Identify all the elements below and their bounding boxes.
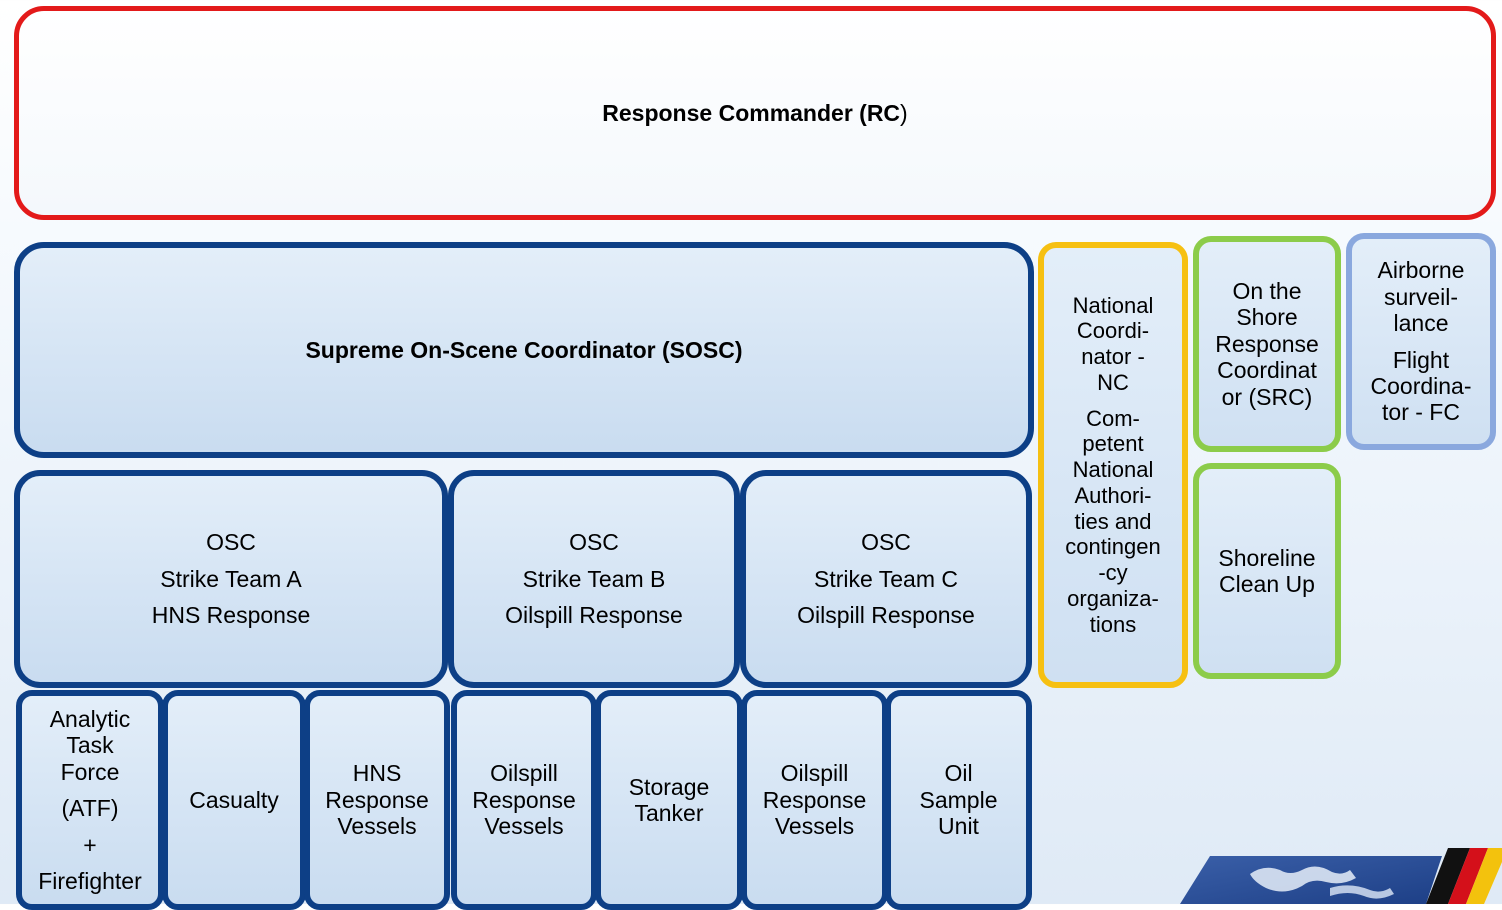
unit-line: Sample xyxy=(919,786,998,813)
oilspill-vessels-b-unit-box: Oilspill Response Vessels xyxy=(451,690,597,910)
unit-line: Oil xyxy=(944,760,973,787)
nc-line: NC xyxy=(1097,369,1129,395)
nc-line: ties and xyxy=(1074,508,1152,534)
nc-line: contingen xyxy=(1065,534,1161,560)
src-line: Response xyxy=(1215,330,1319,357)
nc-line: Authori- xyxy=(1074,482,1152,508)
unit-line: Vessels xyxy=(484,813,564,840)
atf-line: Analytic xyxy=(49,706,131,732)
atf-line: + xyxy=(83,831,97,858)
atf-line: Task xyxy=(66,732,114,759)
air-line: surveil- xyxy=(1383,283,1459,310)
src-line: Shore xyxy=(1236,304,1298,331)
unit-line: HNS xyxy=(352,760,402,787)
nc-line: Com- xyxy=(1086,405,1140,431)
unit-line: Oilspill xyxy=(490,760,558,787)
unit-line: Tanker xyxy=(634,800,704,826)
response-commander-label: Response Commander (RC) xyxy=(602,99,908,126)
shoreline-line: Shoreline xyxy=(1218,544,1316,571)
air-line: lance xyxy=(1393,310,1449,337)
shoreline-cleanup-box: Shoreline Clean Up xyxy=(1193,463,1341,679)
air-line: tor - FC xyxy=(1382,399,1460,426)
strike-team-a-box: OSC Strike Team A HNS Response xyxy=(14,470,448,688)
hns-vessels-unit-box: HNS Response Vessels xyxy=(304,690,450,910)
unit-line: Response xyxy=(762,786,867,813)
team-name: Strike Team B xyxy=(522,565,666,592)
shore-response-coordinator-box: On the Shore Response Coordinat or (SRC) xyxy=(1193,236,1341,452)
storage-tanker-unit-box: Storage Tanker xyxy=(595,690,743,910)
nc-line: National xyxy=(1072,457,1154,483)
atf-unit-box: Analytic Task Force (ATF) + Firefighter xyxy=(16,690,164,910)
src-line: or (SRC) xyxy=(1221,383,1313,410)
casualty-unit-box: Casualty xyxy=(162,690,306,910)
team-mission: Oilspill Response xyxy=(797,602,975,629)
oil-sample-unit-box: Oil Sample Unit xyxy=(885,690,1032,910)
unit-line: Unit xyxy=(938,813,979,840)
airborne-surveillance-box: Airborne surveil- lance Flight Coordina-… xyxy=(1346,233,1496,450)
sosc-label: Supreme On-Scene Coordinator (SOSC) xyxy=(305,336,743,363)
unit-line: Vessels xyxy=(774,813,855,840)
air-line: Flight xyxy=(1392,346,1450,373)
team-role: OSC xyxy=(861,529,911,556)
atf-line: Force xyxy=(60,758,120,785)
organization-logo-icon xyxy=(1180,848,1502,904)
nc-line: organiza- xyxy=(1067,585,1159,611)
air-line: Airborne xyxy=(1377,257,1465,284)
team-mission: HNS Response xyxy=(151,602,311,629)
unit-line: Response xyxy=(325,786,429,813)
national-coordinator-box: National Coordi- nator - NC Com- petent … xyxy=(1038,242,1188,688)
nc-line: nator - xyxy=(1081,344,1145,370)
unit-line: Response xyxy=(472,786,576,813)
atf-line: Firefighter xyxy=(38,868,142,895)
unit-line: Oilspill xyxy=(780,760,849,787)
air-line: Coordina- xyxy=(1370,372,1472,399)
team-role: OSC xyxy=(569,529,619,556)
oilspill-vessels-c-unit-box: Oilspill Response Vessels xyxy=(741,690,888,910)
unit-line: Storage xyxy=(628,773,710,800)
strike-team-b-box: OSC Strike Team B Oilspill Response xyxy=(448,470,740,688)
team-role: OSC xyxy=(206,529,256,556)
shoreline-line: Clean Up xyxy=(1219,571,1315,597)
response-commander-box: Response Commander (RC) xyxy=(14,6,1496,220)
nc-line: Coordi- xyxy=(1076,318,1150,344)
unit-line: Vessels xyxy=(337,813,417,840)
src-line: On the xyxy=(1232,277,1302,304)
team-name: Strike Team A xyxy=(160,565,302,592)
src-line: Coordinat xyxy=(1217,357,1317,384)
casualty-label: Casualty xyxy=(189,786,279,813)
sosc-box: Supreme On-Scene Coordinator (SOSC) xyxy=(14,242,1034,458)
nc-line: -cy xyxy=(1098,560,1128,586)
nc-line: petent xyxy=(1082,431,1144,457)
atf-line: (ATF) xyxy=(61,795,119,822)
strike-team-c-box: OSC Strike Team C Oilspill Response xyxy=(740,470,1032,688)
team-mission: Oilspill Response xyxy=(505,602,683,629)
nc-line: tions xyxy=(1089,611,1137,637)
nc-line: National xyxy=(1072,292,1154,318)
team-name: Strike Team C xyxy=(813,565,958,592)
